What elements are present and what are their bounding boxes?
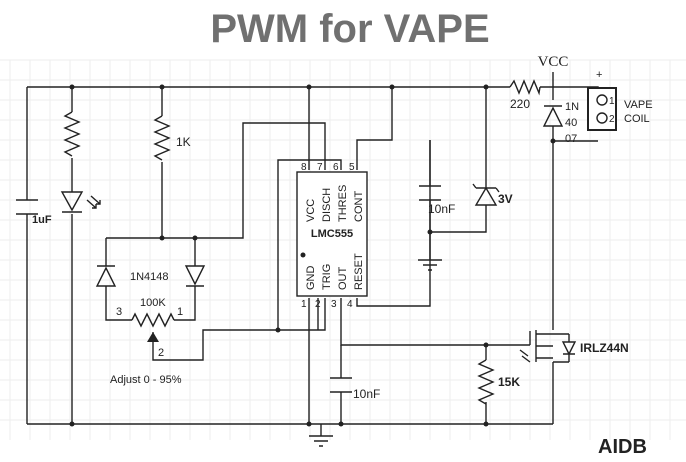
vape-coil-connector	[587, 87, 617, 131]
chip-pin-vcc: VCC	[305, 199, 317, 222]
mosfet-label: IRLZ44N	[580, 341, 629, 355]
zener-diode-icon	[472, 183, 500, 206]
resistor-led-icon	[63, 111, 81, 157]
junction-dot	[483, 84, 489, 90]
chip-pin-cont: CONT	[353, 191, 365, 222]
junction-dot	[483, 342, 489, 348]
r220-label: 220	[510, 97, 530, 111]
chip-name-label: LMC555	[311, 228, 353, 240]
c10nf-bottom-label: 10nF	[353, 387, 380, 401]
mosfet-drain-wire	[552, 140, 598, 424]
resistor-15k-icon	[477, 359, 495, 405]
vcc-label: VCC	[538, 54, 569, 70]
junction-dot	[427, 229, 433, 235]
diode-1n4148-left-icon	[95, 265, 117, 287]
pot-100k-label: 100K	[140, 297, 166, 309]
gate-arrows-icon	[519, 349, 531, 363]
coil-pin1-label: 1	[609, 96, 615, 107]
junction-dot	[389, 84, 395, 90]
wires	[26, 72, 599, 425]
chip-pin-num-8: 8	[301, 162, 307, 173]
pot-pin1-label: 1	[177, 306, 183, 318]
chip-pin-out: OUT	[337, 267, 349, 291]
background-grid	[0, 59, 686, 440]
r1k-label: 1K	[176, 135, 191, 149]
d1n4007-label-3: 07	[565, 133, 577, 145]
diode-1n4148-right-icon	[184, 265, 206, 287]
chip-pin-disch: DISCH	[321, 188, 333, 222]
watermark-label: AIDB	[598, 436, 647, 458]
wiper-wire	[152, 298, 326, 361]
thres-trig-wire	[277, 159, 342, 330]
plus-label: +	[596, 69, 602, 81]
right-diode-wire	[174, 238, 196, 321]
junction-dot	[192, 235, 198, 241]
chip-pin-num-5: 5	[349, 162, 355, 173]
resistor-1k-icon	[153, 115, 171, 161]
junction-dot	[483, 421, 489, 427]
c10nf-top-label: 10nF	[428, 202, 455, 216]
chip-pin-reset: RESET	[353, 253, 365, 290]
diode-1n4007-icon	[542, 105, 564, 127]
junction-dot	[550, 138, 556, 144]
capacitor-1uf	[16, 199, 38, 215]
coil-pin2-label: 2	[609, 114, 615, 125]
chip-pin-num-2: 2	[315, 299, 321, 310]
chip-pin-trig: TRIG	[321, 264, 333, 290]
capacitor-10nf-bottom	[330, 377, 352, 393]
vape-label: VAPE	[624, 99, 653, 111]
potentiometer-100k-icon	[131, 312, 175, 342]
capacitor-10nf-top	[419, 185, 441, 201]
junction-dot	[69, 421, 75, 427]
junction-dot	[159, 84, 165, 90]
chip-pin-num-6: 6	[333, 162, 339, 173]
junction-dot	[275, 327, 281, 333]
r220-wire	[500, 86, 554, 141]
junction-dot	[69, 84, 75, 90]
pot-pin3-label: 3	[116, 306, 122, 318]
reset-wire	[356, 140, 431, 307]
ground-symbol-icon	[309, 424, 333, 447]
d1n4007-label-1: 1N	[565, 101, 579, 113]
junction-dot	[306, 421, 312, 427]
pin1-marker-icon	[300, 252, 306, 258]
adjust-label: Adjust 0 - 95%	[110, 374, 182, 386]
mosfet-irlz44n-icon	[519, 330, 577, 363]
left-diode-wire	[105, 238, 132, 321]
pot-pin2-label: 2	[158, 347, 164, 359]
junction-dot	[338, 421, 344, 427]
zener-wire	[430, 87, 487, 233]
lmc555-chip	[296, 171, 368, 297]
junction-dot	[306, 84, 312, 90]
junction-dots	[69, 84, 556, 427]
chip-pin-num-3: 3	[331, 299, 337, 310]
c1uf-label: 1uF	[32, 214, 52, 226]
wiper-arrow-icon	[147, 332, 159, 342]
resistor-220-icon	[509, 79, 541, 96]
out-wire	[340, 298, 530, 346]
zener-3v-label: 3V	[498, 192, 513, 206]
cont-wire	[356, 87, 393, 170]
chip-pin-gnd: GND	[305, 266, 317, 291]
chip-pin-thres: THRES	[337, 185, 349, 222]
chip-pin-num-4: 4	[347, 299, 353, 310]
ground-symbol-icon	[418, 259, 442, 271]
junction-dot	[159, 235, 165, 241]
d1n4148-label: 1N4148	[130, 271, 169, 283]
chip-pin-num-7: 7	[317, 162, 323, 173]
r15k-label: 15K	[498, 375, 520, 389]
d1n4007-label-2: 40	[565, 117, 577, 129]
led-icon	[60, 191, 101, 213]
page-title: PWM for VAPE	[210, 7, 489, 51]
chip-pin-num-1: 1	[301, 299, 307, 310]
coil-label: COIL	[624, 113, 650, 125]
